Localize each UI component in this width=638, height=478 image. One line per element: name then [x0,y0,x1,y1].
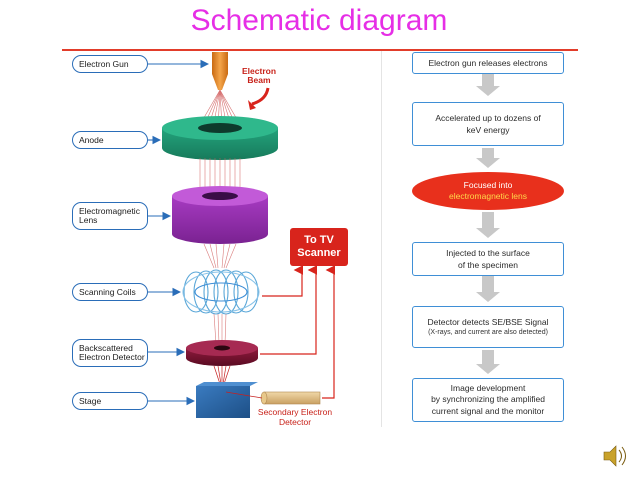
label-arrows [148,59,210,406]
flow-step-3: Focused into electromagnetic lens [412,172,564,210]
page-title: Schematic diagram [190,4,448,37]
secondary-electron-detector [225,391,321,405]
label-backscattered-detector: Backscattered Electron Detector [72,339,148,367]
electron-beam-lower [213,313,227,345]
flow-arrows [476,74,500,374]
panel-divider [381,51,382,427]
scanning-coils [182,269,260,315]
electron-beam-converging [203,243,237,269]
flow-step-1: Electron gun releases electrons [412,52,564,74]
flow-step-6: Image development by synchronizing the a… [412,378,564,422]
electron-beam-label: Electron Beam [242,66,277,86]
anode-ring [162,116,278,160]
specimen-stage [196,382,258,418]
label-electromagnetic-lens: Electromagnetic Lens [72,202,148,230]
electron-gun [212,52,228,90]
label-electron-gun: Electron Gun [72,55,148,73]
speaker-icon[interactable] [603,445,626,467]
tv-scanner-box: To TV Scanner [290,228,348,266]
signal-lines [260,265,336,399]
beam-arrow-head [248,100,256,110]
title-rule [62,49,578,51]
electromagnetic-lens [172,186,268,244]
beam-curved-arrow [251,87,270,106]
label-scanning-coils: Scanning Coils [72,283,148,301]
flow-step-4: Injected to the surface of the specimen [412,242,564,276]
label-anode: Anode [72,131,148,149]
flow-step-2: Accelerated up to dozens of keV energy [412,102,564,146]
backscattered-detector [186,340,258,366]
label-stage: Stage [72,392,148,410]
secondary-detector-label: Secondary Electron Detector [257,407,333,427]
flow-step-5: Detector detects SE/BSE Signal (X-rays, … [412,306,564,348]
electron-beam-mid [199,158,241,190]
